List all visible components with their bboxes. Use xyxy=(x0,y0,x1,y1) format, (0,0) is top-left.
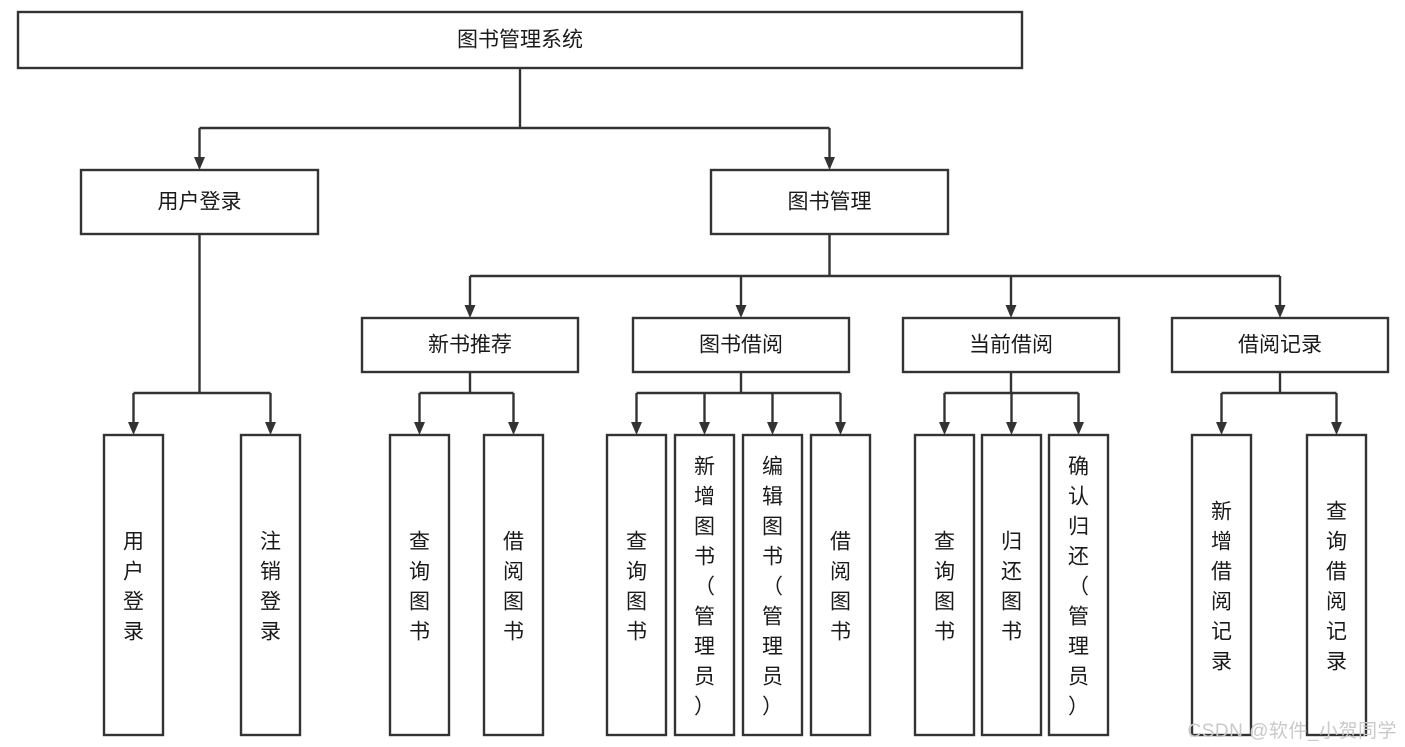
node-box-book-borrow[interactable] xyxy=(631,316,851,374)
node-label-book-manage: 图书管理 xyxy=(788,191,872,214)
node-root[interactable]: 图书管理系统 xyxy=(16,10,1024,70)
node-book-manage[interactable]: 图书管理 xyxy=(709,168,950,236)
node-box-leaf-logout[interactable] xyxy=(239,433,302,737)
node-label-leaf-add-record: 新增借阅记录 xyxy=(1211,500,1232,673)
node-label-leaf-confirm-return: 确认归还（管理员） xyxy=(1068,455,1089,718)
arrow-head-icon xyxy=(1216,422,1227,435)
node-label-leaf-query-book-3: 查询图书 xyxy=(934,530,955,643)
node-label-user-login: 用户登录 xyxy=(158,191,242,214)
node-box-leaf-query-book-3[interactable] xyxy=(913,433,976,737)
node-leaf-add-book[interactable]: 新增图书（管理员） xyxy=(673,433,736,737)
node-label-new-book-rec: 新书推荐 xyxy=(428,334,512,357)
node-box-leaf-user-login[interactable] xyxy=(102,433,165,737)
arrow-head-icon xyxy=(1073,422,1084,435)
arrow-head-icon xyxy=(767,422,778,435)
arrow-head-icon xyxy=(699,422,710,435)
node-leaf-edit-book[interactable]: 编辑图书（管理员） xyxy=(741,433,804,737)
node-box-new-book-rec[interactable] xyxy=(360,316,580,374)
node-label-leaf-logout: 注销登录 xyxy=(260,530,281,643)
node-box-leaf-confirm-return[interactable] xyxy=(1047,433,1110,737)
node-box-book-manage[interactable] xyxy=(709,168,950,236)
node-box-leaf-borrow-book-2[interactable] xyxy=(809,433,872,737)
arrow-head-icon xyxy=(1331,422,1342,435)
node-current-borrow[interactable]: 当前借阅 xyxy=(901,316,1121,374)
node-leaf-add-record[interactable]: 新增借阅记录 xyxy=(1190,433,1253,737)
node-label-leaf-query-record: 查询借阅记录 xyxy=(1326,500,1347,673)
node-box-leaf-add-book[interactable] xyxy=(673,433,736,737)
connector-layer xyxy=(128,68,1342,435)
arrow-head-icon xyxy=(939,422,950,435)
node-label-leaf-add-book: 新增图书（管理员） xyxy=(694,455,715,718)
arrow-head-icon xyxy=(735,305,747,318)
arrow-head-icon xyxy=(1274,305,1286,318)
node-box-leaf-query-book-1[interactable] xyxy=(388,433,451,737)
node-leaf-logout[interactable]: 注销登录 xyxy=(239,433,302,737)
node-label-leaf-user-login: 用户登录 xyxy=(123,530,144,643)
arrow-head-icon xyxy=(414,422,425,435)
node-leaf-confirm-return[interactable]: 确认归还（管理员） xyxy=(1047,433,1110,737)
arrow-head-icon xyxy=(1006,422,1017,435)
arrow-head-icon xyxy=(824,157,835,170)
node-leaf-query-book-3[interactable]: 查询图书 xyxy=(913,433,976,737)
node-label-leaf-borrow-book-1: 借阅图书 xyxy=(503,530,524,643)
node-box-current-borrow[interactable] xyxy=(901,316,1121,374)
arrow-head-icon xyxy=(508,422,519,435)
node-label-borrow-record: 借阅记录 xyxy=(1238,334,1322,357)
node-new-book-rec[interactable]: 新书推荐 xyxy=(360,316,580,374)
node-label-leaf-query-book-2: 查询图书 xyxy=(626,530,647,643)
node-box-leaf-borrow-book-1[interactable] xyxy=(482,433,545,737)
node-box-leaf-query-book-2[interactable] xyxy=(605,433,668,737)
node-leaf-return-book[interactable]: 归还图书 xyxy=(980,433,1043,737)
node-box-root[interactable] xyxy=(16,10,1024,70)
node-box-borrow-record[interactable] xyxy=(1170,316,1390,374)
node-label-leaf-query-book-1: 查询图书 xyxy=(409,530,430,643)
node-leaf-borrow-book-1[interactable]: 借阅图书 xyxy=(482,433,545,737)
node-layer: 图书管理系统用户登录图书管理新书推荐图书借阅当前借阅借阅记录用户登录注销登录查询… xyxy=(16,10,1390,737)
node-label-book-borrow: 图书借阅 xyxy=(699,334,783,357)
arrow-head-icon xyxy=(835,422,846,435)
arrow-head-icon xyxy=(464,305,476,318)
node-book-borrow[interactable]: 图书借阅 xyxy=(631,316,851,374)
node-box-user-login[interactable] xyxy=(79,168,320,236)
node-borrow-record[interactable]: 借阅记录 xyxy=(1170,316,1390,374)
node-leaf-borrow-book-2[interactable]: 借阅图书 xyxy=(809,433,872,737)
arrow-head-icon xyxy=(631,422,642,435)
node-leaf-query-book-1[interactable]: 查询图书 xyxy=(388,433,451,737)
arrow-head-icon xyxy=(194,157,205,170)
node-leaf-query-book-2[interactable]: 查询图书 xyxy=(605,433,668,737)
node-leaf-user-login[interactable]: 用户登录 xyxy=(102,433,165,737)
node-label-current-borrow: 当前借阅 xyxy=(969,334,1053,357)
node-label-root: 图书管理系统 xyxy=(457,29,583,52)
node-box-leaf-query-record[interactable] xyxy=(1305,433,1368,737)
node-label-leaf-edit-book: 编辑图书（管理员） xyxy=(762,455,783,718)
arrow-head-icon xyxy=(1005,305,1017,318)
arrow-head-icon xyxy=(128,422,139,435)
node-box-leaf-edit-book[interactable] xyxy=(741,433,804,737)
node-label-leaf-return-book: 归还图书 xyxy=(1001,530,1022,643)
node-box-leaf-add-record[interactable] xyxy=(1190,433,1253,737)
node-user-login[interactable]: 用户登录 xyxy=(79,168,320,236)
node-box-leaf-return-book[interactable] xyxy=(980,433,1043,737)
arrow-head-icon xyxy=(265,422,276,435)
node-label-leaf-borrow-book-2: 借阅图书 xyxy=(830,530,851,643)
node-leaf-query-record[interactable]: 查询借阅记录 xyxy=(1305,433,1368,737)
